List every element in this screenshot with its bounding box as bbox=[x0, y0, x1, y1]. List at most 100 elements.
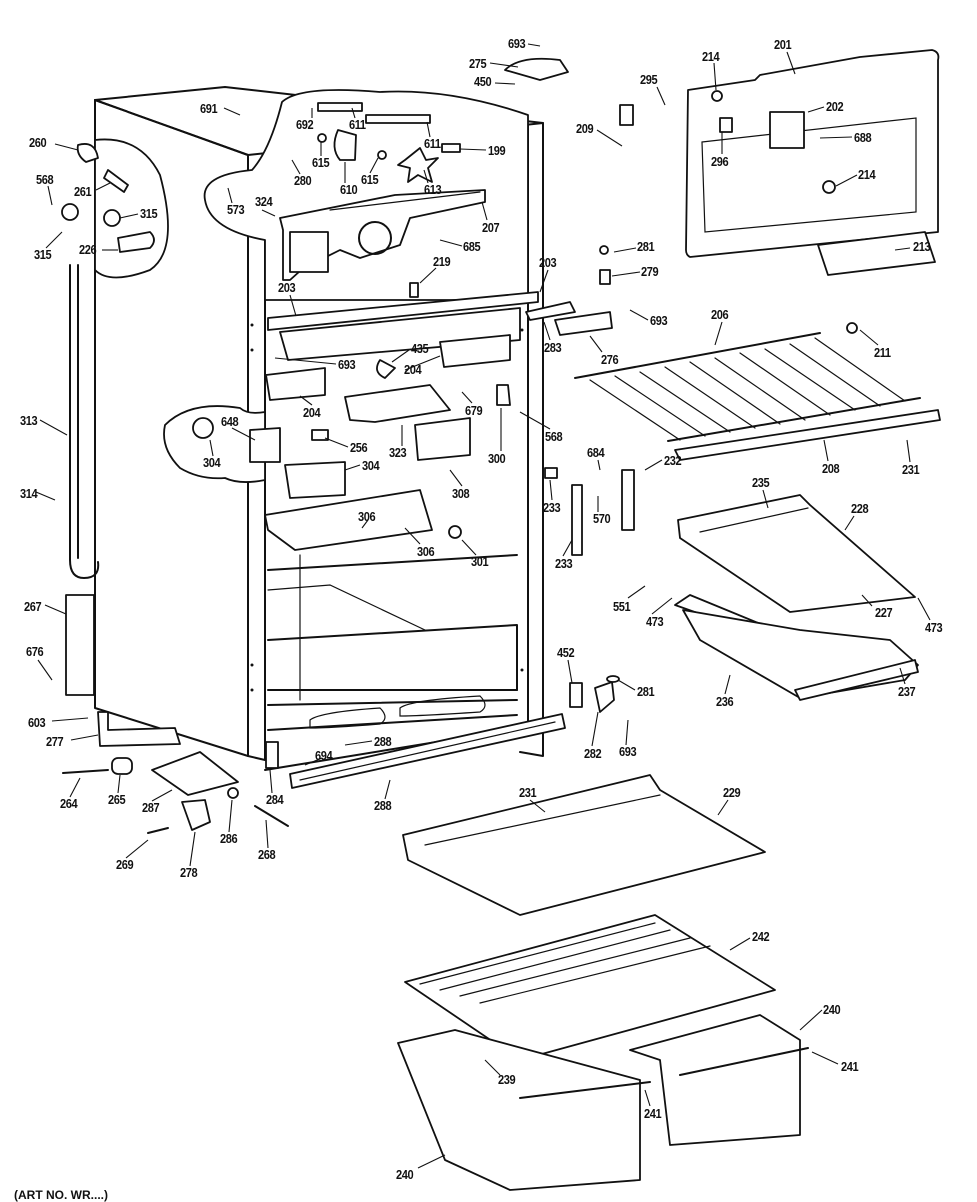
part-label-324: 324 bbox=[255, 194, 273, 209]
breakout-mid bbox=[163, 405, 266, 483]
part-label-296: 296 bbox=[711, 154, 729, 169]
left-side-components bbox=[61, 143, 155, 579]
part-label-239: 239 bbox=[498, 1072, 516, 1087]
part-label-304b: 304 bbox=[362, 458, 380, 473]
part-label-240a: 240 bbox=[823, 1002, 841, 1017]
part-label-209: 209 bbox=[576, 121, 594, 136]
part-label-231b: 231 bbox=[519, 785, 537, 800]
part-label-304a: 304 bbox=[203, 455, 221, 470]
part-label-295: 295 bbox=[640, 72, 658, 87]
part-label-694: 694 bbox=[315, 748, 333, 763]
part-label-204b: 204 bbox=[303, 405, 321, 420]
part-label-202: 202 bbox=[826, 99, 844, 114]
liner-panel-201 bbox=[685, 49, 940, 276]
part-label-281b: 281 bbox=[637, 684, 655, 699]
glass-shelf-assembly bbox=[674, 494, 919, 701]
part-label-233b: 233 bbox=[555, 556, 573, 571]
part-label-568a: 568 bbox=[36, 172, 54, 187]
part-label-207: 207 bbox=[482, 220, 500, 235]
part-label-306a: 306 bbox=[358, 509, 376, 524]
part-label-232: 232 bbox=[664, 453, 682, 468]
part-label-214a: 214 bbox=[702, 49, 720, 64]
hinge-parts-right bbox=[504, 57, 635, 713]
part-label-228: 228 bbox=[851, 501, 869, 516]
part-label-611b: 611 bbox=[424, 136, 441, 151]
part-label-211: 211 bbox=[874, 345, 891, 360]
part-label-267: 267 bbox=[24, 599, 42, 614]
part-label-648: 648 bbox=[221, 414, 239, 429]
part-label-278: 278 bbox=[180, 865, 198, 880]
part-label-473b: 473 bbox=[925, 620, 943, 635]
part-label-300: 300 bbox=[488, 451, 506, 466]
part-label-450: 450 bbox=[474, 74, 492, 89]
part-label-613: 613 bbox=[424, 182, 442, 197]
part-label-473a: 473 bbox=[646, 614, 664, 629]
part-label-269: 269 bbox=[116, 857, 134, 872]
part-label-206: 206 bbox=[711, 307, 729, 322]
part-label-684: 684 bbox=[587, 445, 605, 460]
side-panel-267 bbox=[65, 594, 95, 696]
part-label-693c: 693 bbox=[338, 357, 356, 372]
part-label-265: 265 bbox=[108, 792, 126, 807]
part-label-229: 229 bbox=[723, 785, 741, 800]
part-label-283: 283 bbox=[544, 340, 562, 355]
part-label-203b: 203 bbox=[539, 255, 557, 270]
part-label-201: 201 bbox=[774, 37, 792, 52]
part-label-213: 213 bbox=[913, 239, 931, 254]
control-components bbox=[192, 334, 511, 551]
part-label-235: 235 bbox=[752, 475, 770, 490]
part-label-281a: 281 bbox=[637, 239, 655, 254]
part-label-277: 277 bbox=[46, 734, 64, 749]
part-label-551: 551 bbox=[613, 599, 631, 614]
part-label-611a: 611 bbox=[349, 117, 366, 132]
part-label-204a: 204 bbox=[404, 362, 422, 377]
wire-shelf-206 bbox=[574, 322, 941, 461]
part-label-268: 268 bbox=[258, 847, 276, 862]
part-label-287: 287 bbox=[142, 800, 160, 815]
lower-hinge-parts bbox=[62, 711, 289, 834]
part-label-679: 679 bbox=[465, 403, 483, 418]
part-label-241b: 241 bbox=[644, 1106, 662, 1121]
part-label-452: 452 bbox=[557, 645, 575, 660]
part-label-315b: 315 bbox=[34, 247, 52, 262]
part-label-306b: 306 bbox=[417, 544, 435, 559]
part-label-275: 275 bbox=[469, 56, 487, 71]
part-label-573: 573 bbox=[227, 202, 245, 217]
part-label-241a: 241 bbox=[841, 1059, 859, 1074]
part-label-240b: 240 bbox=[396, 1167, 414, 1182]
part-label-603: 603 bbox=[28, 715, 46, 730]
part-label-260: 260 bbox=[29, 135, 47, 150]
part-label-288a: 288 bbox=[374, 734, 392, 749]
glass-shelf-229 bbox=[402, 774, 766, 916]
part-label-323: 323 bbox=[389, 445, 407, 460]
part-label-693b: 693 bbox=[650, 313, 668, 328]
evaporator-fan-assembly bbox=[279, 102, 486, 281]
part-label-692: 692 bbox=[296, 117, 314, 132]
part-label-203a: 203 bbox=[278, 280, 296, 295]
part-label-261: 261 bbox=[74, 184, 92, 199]
part-label-313: 313 bbox=[20, 413, 38, 428]
part-label-568b: 568 bbox=[545, 429, 563, 444]
part-label-301: 301 bbox=[471, 554, 489, 569]
part-label-315a: 315 bbox=[140, 206, 158, 221]
part-label-233a: 233 bbox=[543, 500, 561, 515]
part-label-685: 685 bbox=[463, 239, 481, 254]
part-label-208: 208 bbox=[822, 461, 840, 476]
part-label-242: 242 bbox=[752, 929, 770, 944]
part-label-688: 688 bbox=[854, 130, 872, 145]
rails-assembly bbox=[267, 282, 539, 361]
crisper-assembly bbox=[397, 914, 809, 1191]
grille-288 bbox=[289, 713, 566, 789]
part-label-276: 276 bbox=[601, 352, 619, 367]
part-label-615b: 615 bbox=[361, 172, 379, 187]
part-label-227: 227 bbox=[875, 605, 893, 620]
part-label-280: 280 bbox=[294, 173, 312, 188]
part-label-284: 284 bbox=[266, 792, 284, 807]
part-label-615a: 615 bbox=[312, 155, 330, 170]
part-label-314: 314 bbox=[20, 486, 38, 501]
part-label-308: 308 bbox=[452, 486, 470, 501]
part-label-199: 199 bbox=[488, 143, 506, 158]
part-label-214b: 214 bbox=[858, 167, 876, 182]
part-label-693d: 693 bbox=[619, 744, 637, 759]
